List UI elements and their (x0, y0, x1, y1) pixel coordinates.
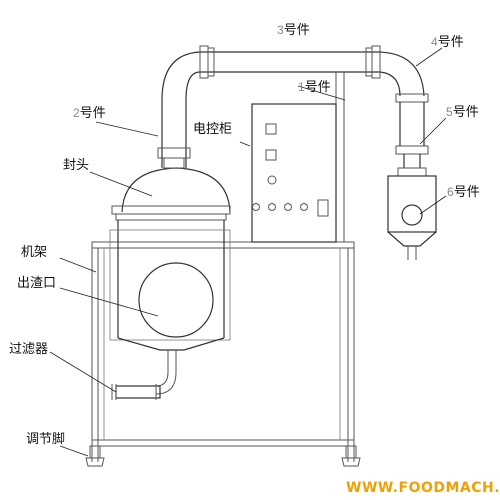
main-vessel (109, 167, 231, 395)
label-part-3: 3号件 (277, 24, 310, 37)
filter-unit (111, 384, 161, 400)
top-pipe (199, 45, 425, 97)
riser-pipe (157, 51, 201, 169)
label-slag-outlet: 出渣口 (17, 276, 57, 291)
label-part-4-text: 号件 (437, 35, 464, 50)
label-part-3-text: 号件 (283, 23, 310, 38)
frame-structure (91, 241, 355, 462)
label-filter: 过滤器 (9, 342, 49, 357)
label-part-1-text: 号件 (304, 80, 331, 95)
label-part-4: 4号件 (431, 36, 464, 49)
label-part-3-number: 3 (277, 23, 284, 37)
label-part-6-number: 6 (447, 185, 454, 199)
label-head: 封头 (63, 158, 90, 173)
label-part-2-text: 号件 (79, 106, 106, 121)
label-adjust-foot: 调节脚 (26, 432, 66, 447)
control-cabinet (251, 103, 337, 243)
leader-lines (49, 47, 447, 457)
label-part-6-text: 号件 (453, 185, 480, 200)
label-part-1: 1号件 (298, 81, 331, 94)
label-part-5-text: 号件 (452, 105, 479, 120)
condenser-pipe (395, 93, 429, 177)
label-part-2: 2号件 (73, 107, 106, 120)
label-frame: 机架 (21, 245, 48, 260)
label-part-5-number: 5 (446, 105, 453, 119)
label-part-5: 5号件 (446, 106, 479, 119)
label-part-4-number: 4 (431, 35, 438, 49)
label-part-2-number: 2 (73, 106, 80, 120)
label-part-6: 6号件 (447, 186, 480, 199)
watermark: WWW.FOODMACH.CN (346, 480, 500, 496)
label-control-cabinet: 电控柜 (193, 122, 233, 137)
label-part-1-number: 1 (298, 80, 305, 94)
receiver-tank (387, 175, 437, 260)
adjust-feet (85, 445, 361, 467)
